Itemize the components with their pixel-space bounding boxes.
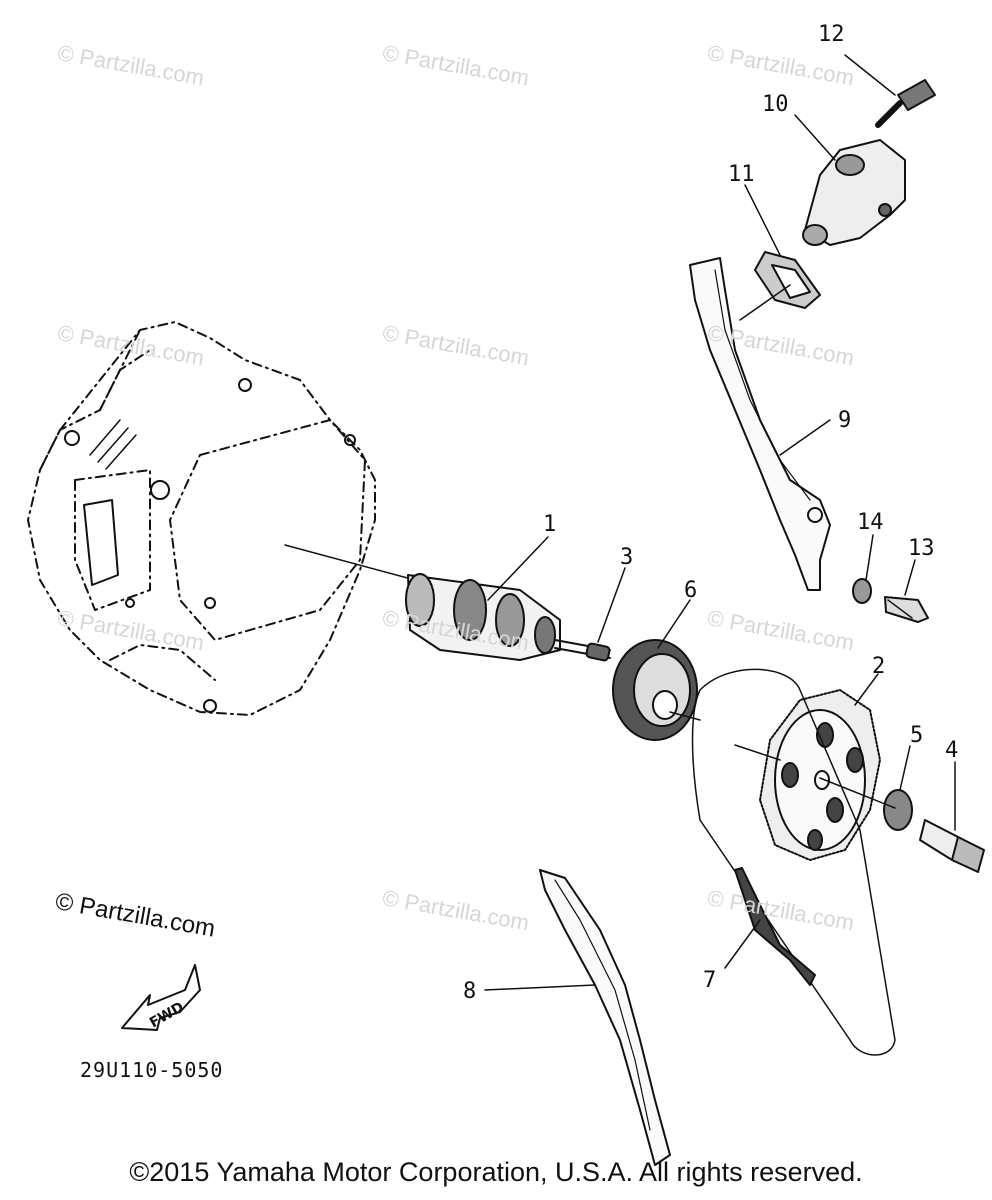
cylinder-head [28,322,375,715]
callout-2: 2 [872,654,886,679]
guide-bolt-hole [808,508,822,522]
callout-leaders [485,55,955,990]
callout-6: 6 [684,578,698,603]
chain-guide-intake [540,870,670,1165]
chain-tensioner [803,140,905,245]
cylinder-head-details [65,379,355,712]
diagram-code: 29U110-5050 [80,1058,224,1082]
callout-13: 13 [908,536,935,561]
timing-chain-segment [735,868,815,985]
tensioner-gasket [755,252,820,308]
decompression-plate [613,640,697,740]
callout-3: 3 [620,545,634,570]
tensioner-bolt [878,80,935,125]
callout-14: 14 [857,510,884,535]
sprocket-bolt [920,820,984,872]
callout-5: 5 [910,723,924,748]
callout-8: 8 [463,979,477,1004]
cam-sprocket [760,690,880,860]
guide-bolt [885,597,928,622]
timing-chain-loop [693,669,896,1055]
callout-11: 11 [728,162,755,187]
sprocket-washer [884,790,912,830]
callout-12: 12 [818,22,845,47]
guide-washer [853,579,871,603]
leader-head-to-camshaft [285,545,415,580]
callout-10: 10 [762,92,789,117]
copyright-notice: ©2015 Yamaha Motor Corporation, U.S.A. A… [129,1157,863,1187]
callout-4: 4 [945,738,959,763]
callout-1: 1 [543,512,557,537]
callout-9: 9 [838,408,852,433]
fwd-direction-arrow [122,965,200,1030]
dowel-pin [586,643,610,661]
callout-7: 7 [703,968,717,993]
chain-guide-exhaust [690,258,830,590]
